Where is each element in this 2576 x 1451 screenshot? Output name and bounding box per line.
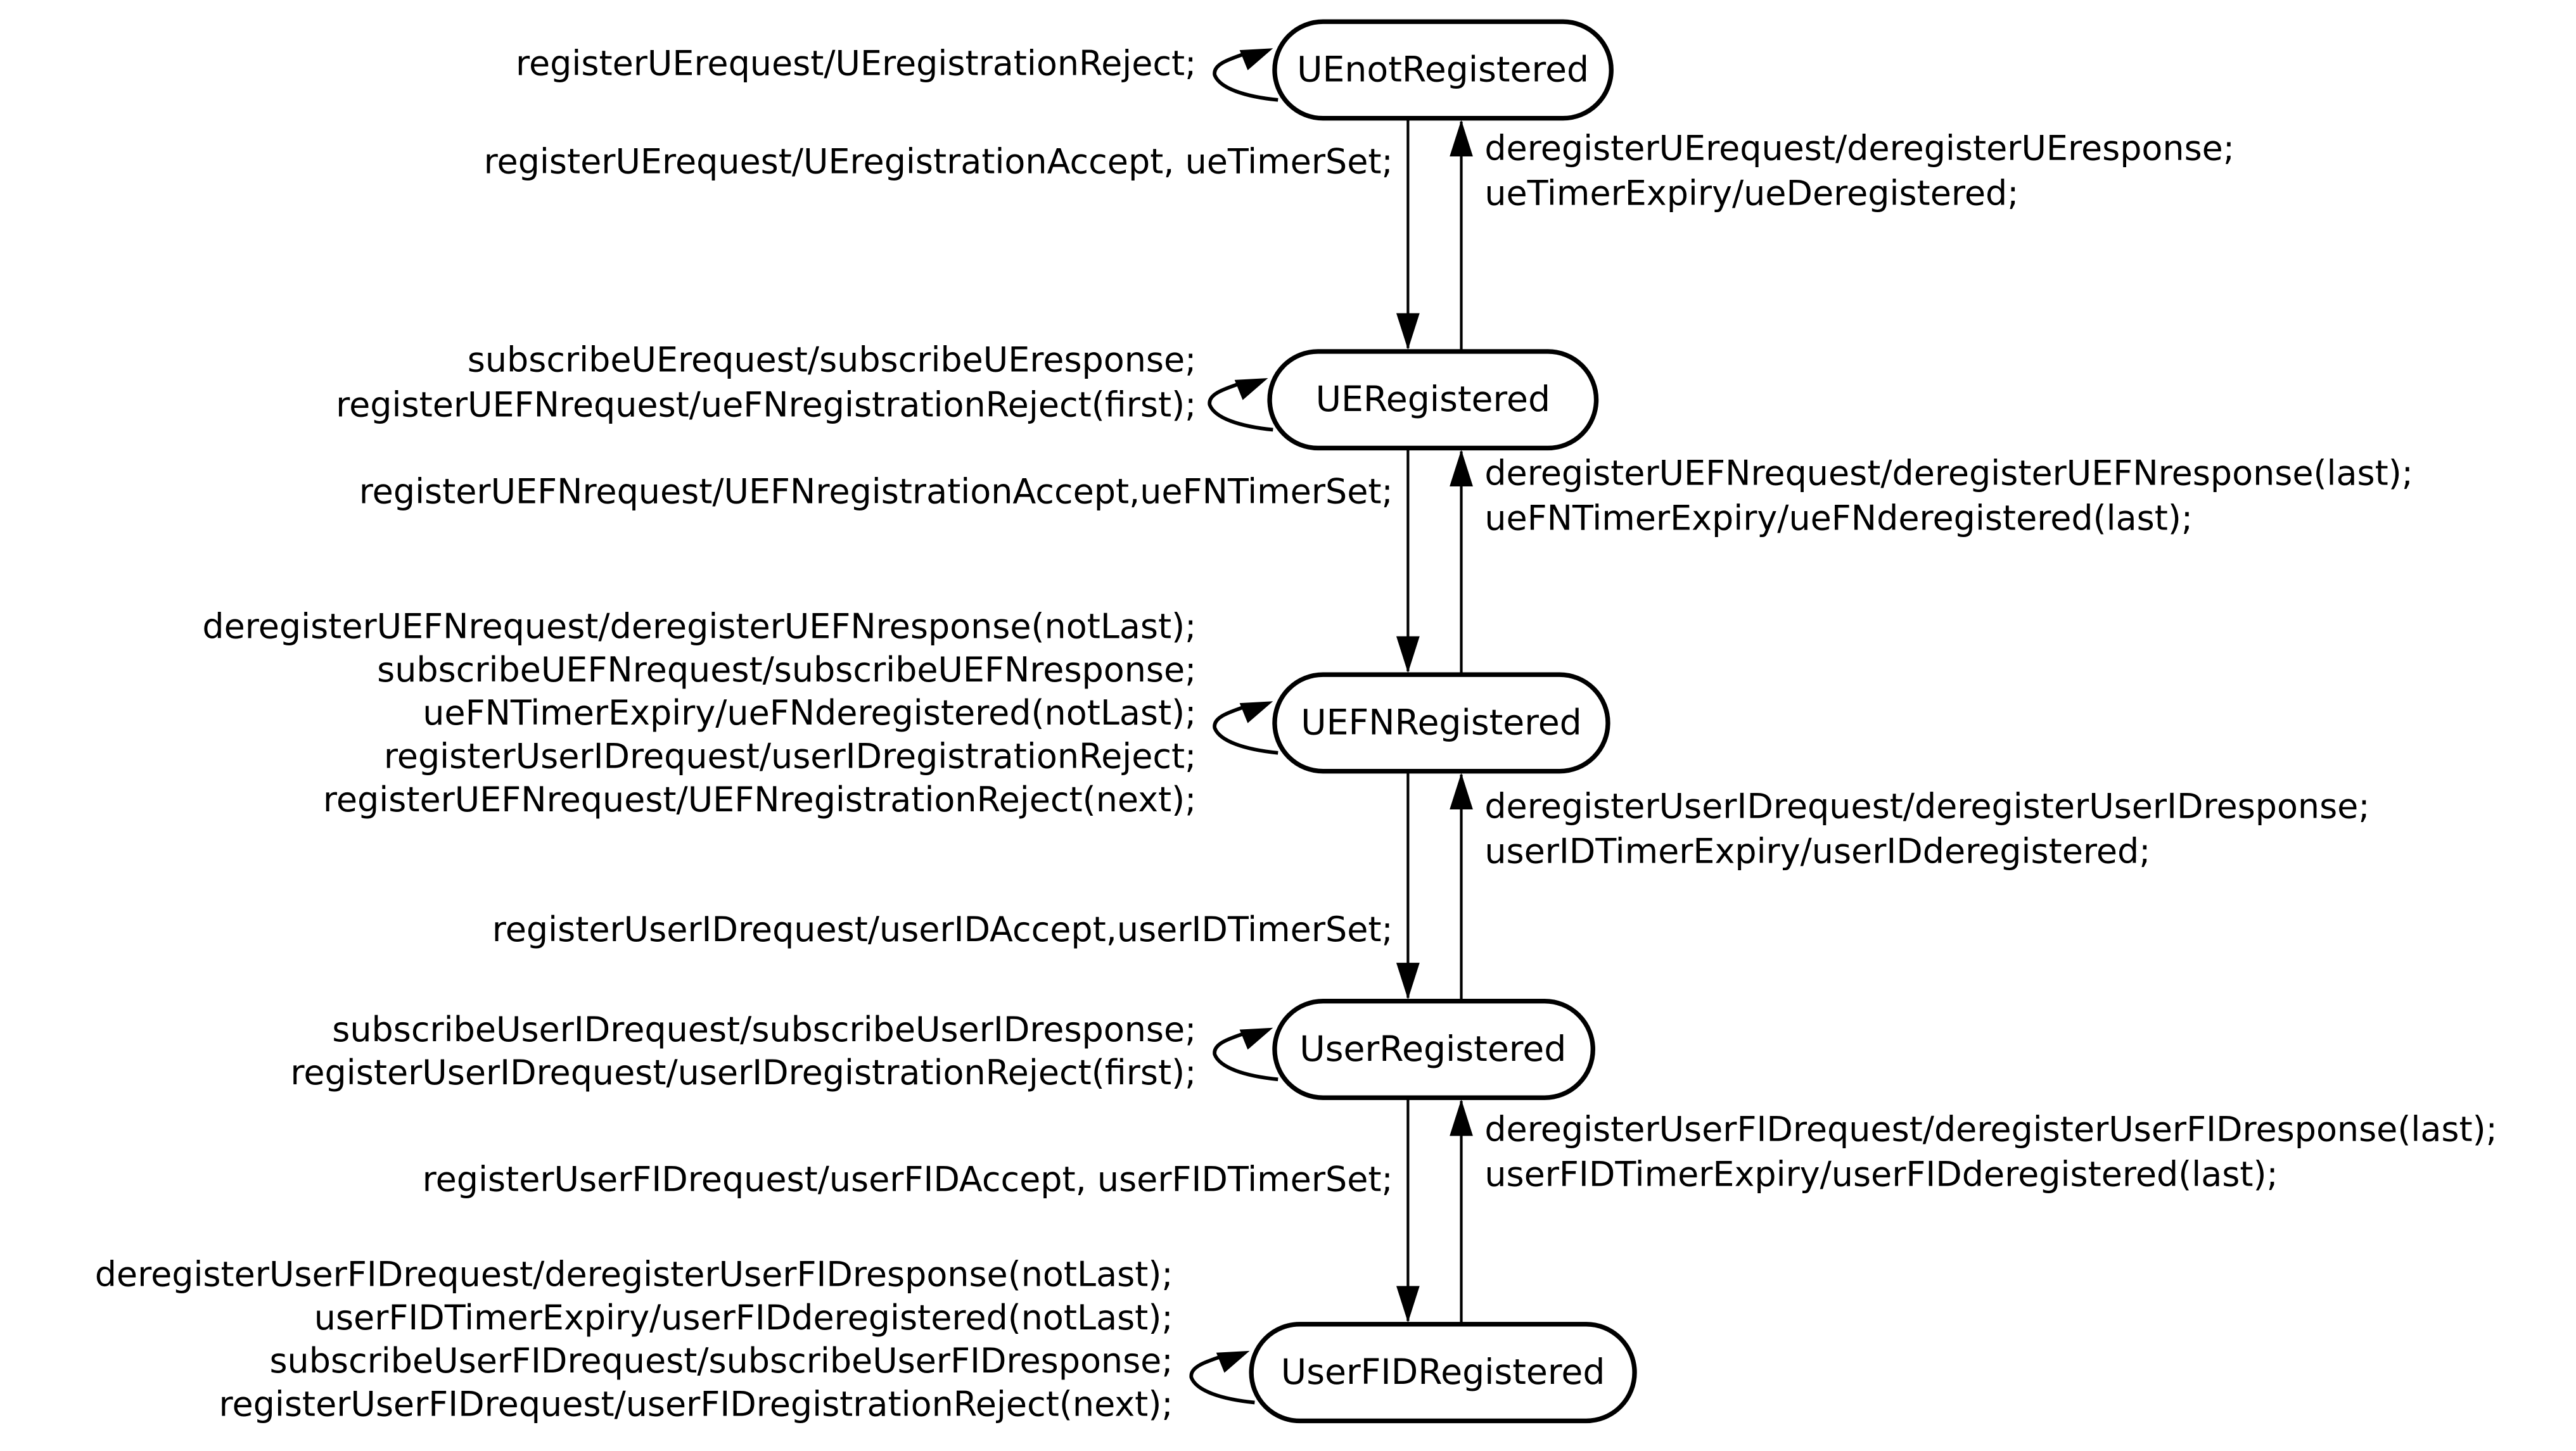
transition-label: deregisterUEFNrequest/deregisterUEFNresp… [1484, 453, 2413, 493]
self-loop-arrowhead [1239, 1027, 1273, 1050]
state-userregistered: UserRegistered [1272, 998, 1595, 1100]
self-loop-uenotregistered [1213, 48, 1278, 102]
state-label: UserRegistered [1299, 1029, 1566, 1070]
self-loop-label: registerUEFNrequest/UEFNregistrationReje… [323, 780, 1196, 820]
state-box [1272, 19, 1614, 121]
transition-label: ueFNTimerExpiry/ueFNderegistered(last); [1484, 498, 2193, 538]
self-loop-label: userFIDTimerExpiry/userFIDderegistered(n… [314, 1298, 1173, 1338]
state-label: UERegistered [1316, 379, 1550, 420]
self-loop-labels: registerUErequest/UEregistrationReject; … [95, 43, 1197, 1424]
self-loop-label: subscribeUErequest/subscribeUEresponse; [468, 340, 1197, 380]
transition-label: deregisterUErequest/deregisterUEresponse… [1484, 129, 2235, 168]
self-loop-label: subscribeUEFNrequest/subscribeUEFNrespon… [377, 650, 1196, 690]
transition-label: ueTimerExpiry/ueDeregistered; [1484, 174, 2018, 213]
self-loop-arrowhead [1239, 48, 1273, 70]
self-loop-label: registerUEFNrequest/ueFNregistrationReje… [336, 385, 1196, 425]
state-label: UEFNRegistered [1301, 702, 1582, 743]
state-ueregistered: UERegistered [1267, 349, 1599, 451]
state-uenotregistered: UEnotRegistered [1272, 19, 1614, 121]
transition-label: registerUErequest/UEregistrationAccept, … [484, 142, 1393, 182]
transition-label: userIDTimerExpiry/userIDderegistered; [1484, 831, 2150, 871]
state-uefnregistered: UEFNRegistered [1272, 672, 1610, 774]
state-box [1272, 998, 1595, 1100]
state-userfidregistered: UserFIDRegistered [1249, 1322, 1637, 1424]
self-loop-label: registerUserIDrequest/userIDregistration… [384, 737, 1197, 776]
state-label: UserFIDRegistered [1281, 1352, 1605, 1393]
up-transition-labels: deregisterUErequest/deregisterUEresponse… [1484, 129, 2497, 1194]
self-loop-label: deregisterUEFNrequest/deregisterUEFNresp… [202, 606, 1196, 646]
transition-label: deregisterUserIDrequest/deregisterUserID… [1484, 786, 2369, 826]
self-loop-userregistered [1213, 1027, 1278, 1082]
self-loop-arrowhead [1239, 701, 1273, 723]
state-box [1249, 1322, 1637, 1424]
self-loop-ueregistered [1208, 378, 1273, 432]
self-loop-label: registerUserIDrequest/userIDregistration… [290, 1053, 1196, 1093]
self-loop-label: ueFNTimerExpiry/ueFNderegistered(notLast… [423, 693, 1196, 733]
state-label: UEnotRegistered [1297, 49, 1589, 90]
transition-label: registerUEFNrequest/UEFNregistrationAcce… [359, 471, 1393, 511]
self-loop-uefnregistered [1213, 701, 1278, 755]
self-loop-label: subscribeUserIDrequest/subscribeUserIDre… [332, 1010, 1196, 1049]
self-loop-label: registerUErequest/UEregistrationReject; [516, 43, 1196, 83]
down-transition-labels: registerUErequest/UEregistrationAccept, … [359, 142, 1393, 1200]
self-loop-userfidregistered [1189, 1350, 1255, 1405]
self-loop-label: subscribeUserFIDrequest/subscribeUserFID… [269, 1341, 1173, 1381]
self-loop-label: registerUserFIDrequest/userFIDregistrati… [219, 1384, 1173, 1424]
state-nodes: UEnotRegistered UERegistered UEFNRegiste… [1249, 19, 1637, 1424]
self-loop-arrowhead [1234, 378, 1268, 400]
transition-label: registerUserFIDrequest/userFIDAccept, us… [423, 1160, 1393, 1200]
transition-label: registerUserIDrequest/userIDAccept,userI… [492, 909, 1393, 949]
self-loops [1189, 48, 1278, 1405]
transition-label: deregisterUserFIDrequest/deregisterUserF… [1484, 1110, 2497, 1150]
transition-label: userFIDTimerExpiry/userFIDderegistered(l… [1484, 1155, 2278, 1194]
self-loop-arrowhead [1216, 1350, 1250, 1373]
state-box [1267, 349, 1599, 451]
self-loop-label: deregisterUserFIDrequest/deregisterUserF… [95, 1254, 1173, 1294]
state-box [1272, 672, 1610, 774]
